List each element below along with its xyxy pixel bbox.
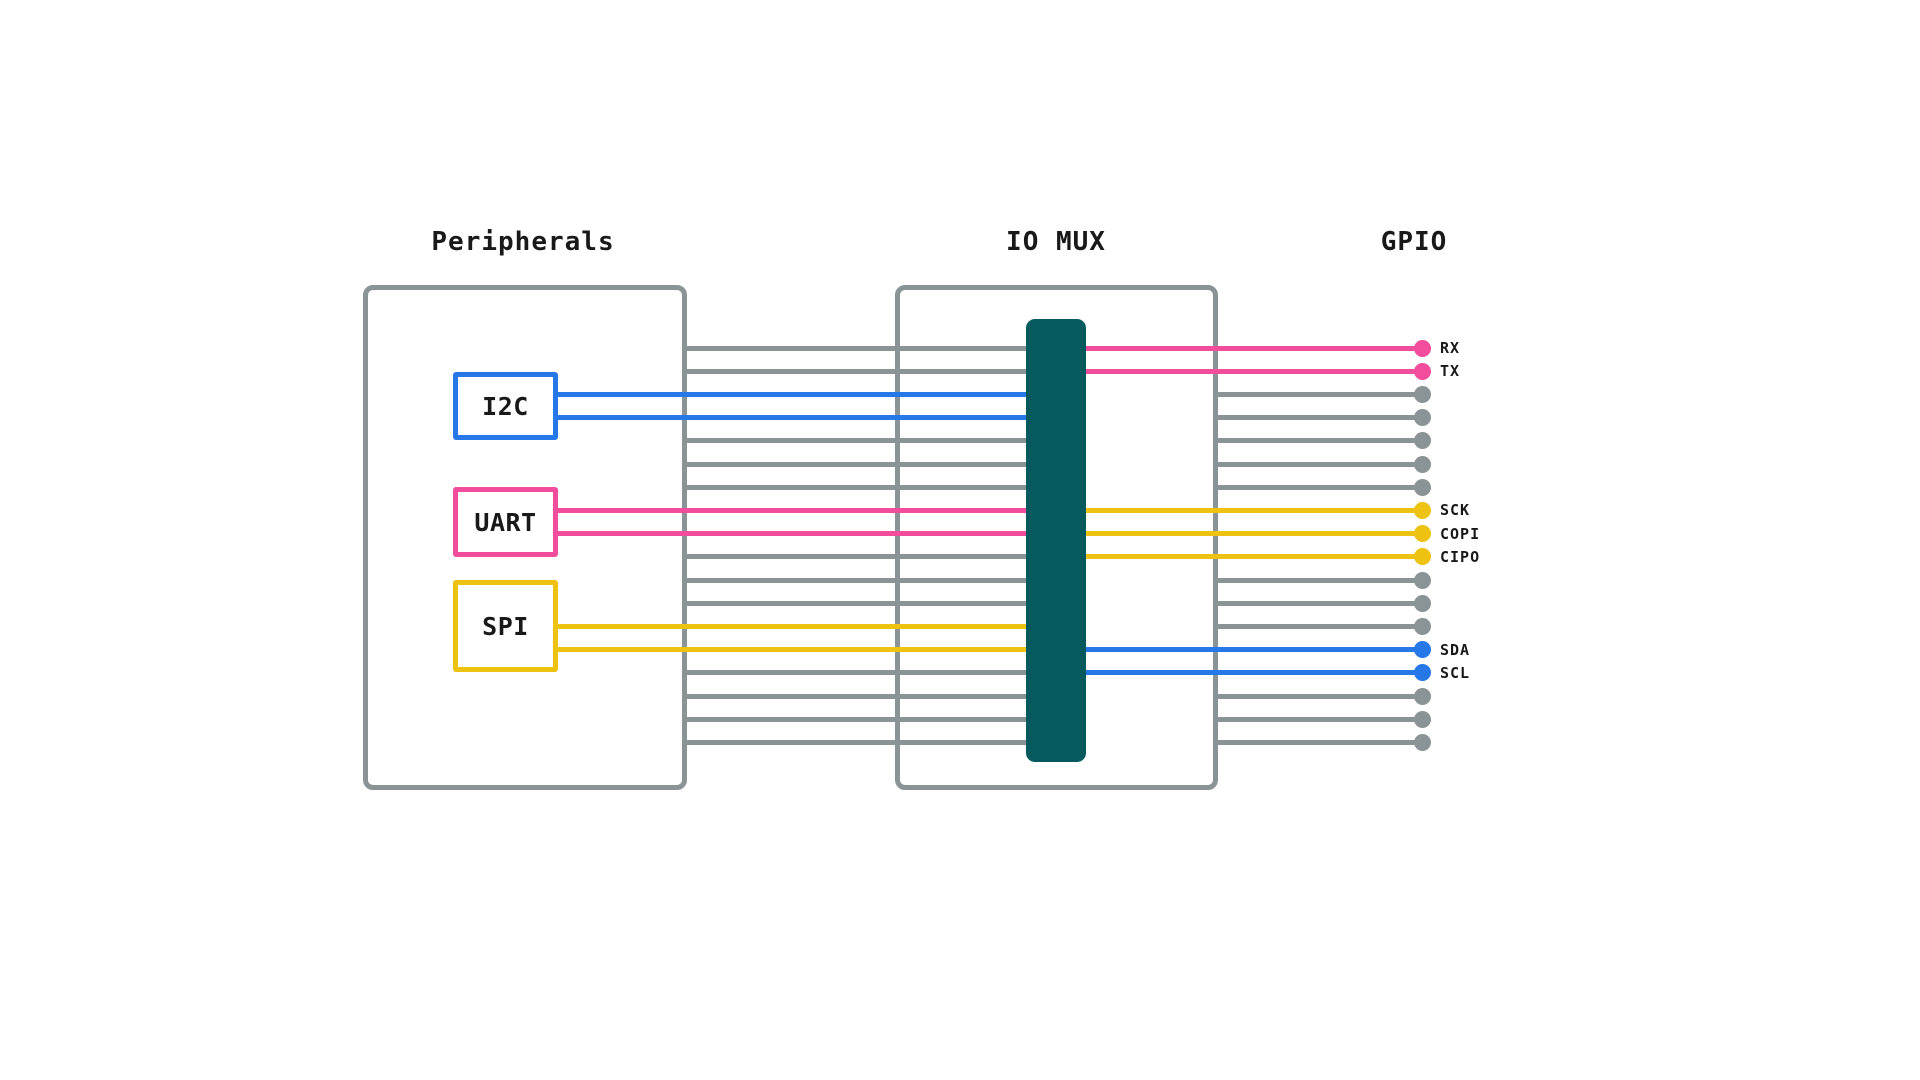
mux-input-line-gray — [684, 345, 1031, 351]
mux-output-line-blue — [1082, 670, 1422, 676]
mux-input-line-gray — [684, 368, 1031, 374]
gpio-title: GPIO — [1380, 227, 1448, 257]
mux-input-line-gray — [684, 716, 1031, 722]
gpio-pin-label-tx: TX — [1440, 362, 1461, 381]
uart-box: UART — [453, 487, 558, 557]
mux-output-line-yellow — [1082, 554, 1422, 560]
mux-output-line-pink — [1082, 345, 1422, 351]
gpio-pin-dot — [1413, 617, 1431, 635]
gpio-pin-dot — [1413, 362, 1431, 380]
mux-output-line-blue — [1082, 647, 1422, 653]
spi-box: SPI — [453, 580, 558, 672]
gpio-pin-dot — [1413, 733, 1431, 751]
mux-input-line-blue — [554, 415, 1031, 421]
gpio-pin-dot — [1413, 687, 1431, 705]
mux-output-line-pink — [1082, 368, 1422, 374]
gpio-pin-dot — [1413, 710, 1431, 728]
mux-input-line-gray — [684, 484, 1031, 490]
mux-input-line-gray — [684, 600, 1031, 606]
io-mux-box — [895, 285, 1218, 790]
gpio-pin-dot — [1413, 501, 1431, 519]
mux-output-line-gray — [1216, 391, 1422, 397]
gpio-pin-label-sck: SCK — [1440, 501, 1471, 520]
mux-bar — [1026, 319, 1086, 762]
gpio-pin-dot — [1413, 641, 1431, 659]
mux-output-line-yellow — [1082, 507, 1422, 513]
i2c-box: I2C — [453, 372, 558, 440]
mux-input-line-yellow — [554, 623, 1031, 629]
mux-input-line-gray — [684, 461, 1031, 467]
mux-output-line-gray — [1216, 693, 1422, 699]
gpio-pin-dot — [1413, 385, 1431, 403]
gpio-pin-dot — [1413, 594, 1431, 612]
mux-input-line-gray — [684, 739, 1031, 745]
gpio-pin-dot — [1413, 548, 1431, 566]
mux-input-line-gray — [684, 577, 1031, 583]
mux-output-line-gray — [1216, 716, 1422, 722]
gpio-pin-label-copi: COPI — [1440, 524, 1481, 543]
spi-box-label: SPI — [482, 611, 529, 641]
gpio-pin-dot — [1413, 432, 1431, 450]
mux-output-line-gray — [1216, 438, 1422, 444]
mux-input-line-gray — [684, 670, 1031, 676]
mux-input-line-pink — [554, 531, 1031, 537]
peripherals-title: Peripherals — [431, 227, 615, 257]
mux-input-line-yellow — [554, 647, 1031, 653]
mux-output-line-gray — [1216, 600, 1422, 606]
peripherals-box — [363, 285, 687, 790]
mux-output-line-gray — [1216, 484, 1422, 490]
gpio-pin-dot — [1413, 339, 1431, 357]
mux-output-line-yellow — [1082, 531, 1422, 537]
mux-output-line-gray — [1216, 577, 1422, 583]
mux-input-line-blue — [554, 391, 1031, 397]
i2c-box-label: I2C — [482, 391, 529, 421]
mux-output-line-gray — [1216, 739, 1422, 745]
gpio-pin-dot — [1413, 571, 1431, 589]
gpio-pin-label-rx: RX — [1440, 339, 1461, 357]
io-mux-title: IO MUX — [1006, 227, 1106, 257]
mux-output-line-gray — [1216, 623, 1422, 629]
gpio-pin-label-sda: SDA — [1440, 640, 1471, 659]
mux-input-line-gray — [684, 693, 1031, 699]
gpio-pin-dot — [1413, 525, 1431, 543]
gpio-pin-dot — [1413, 409, 1431, 427]
gpio-pin-label-cipo: CIPO — [1440, 547, 1481, 566]
gpio-pin-dot — [1413, 455, 1431, 473]
gpio-pin-dot — [1413, 664, 1431, 682]
mux-input-line-pink — [554, 507, 1031, 513]
mux-input-line-gray — [684, 438, 1031, 444]
uart-box-label: UART — [474, 507, 537, 537]
gpio-pin-dot — [1413, 478, 1431, 496]
gpio-pin-label-scl: SCL — [1440, 663, 1471, 682]
mux-output-line-gray — [1216, 415, 1422, 421]
mux-output-line-gray — [1216, 461, 1422, 467]
mux-input-line-gray — [684, 554, 1031, 560]
